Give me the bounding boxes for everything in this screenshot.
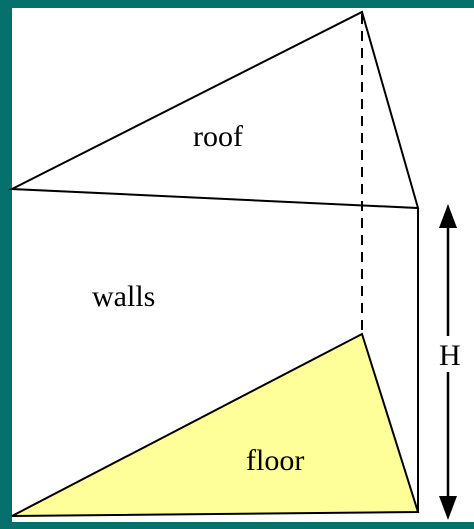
height-arrow [438,204,460,520]
floor-label: floor [246,444,304,477]
arrow-down-head [439,496,457,520]
roof-label: roof [193,120,243,153]
walls-label: walls [92,280,155,313]
floor-face [11,332,420,517]
arrow-up-head [439,204,457,228]
height-label: H [439,339,461,372]
roof-face [8,10,420,210]
